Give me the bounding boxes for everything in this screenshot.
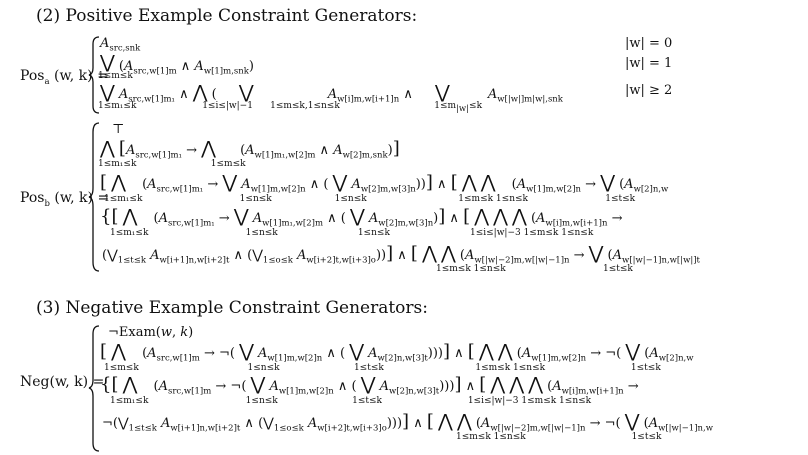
pos-a-label-sub: a (44, 76, 50, 87)
pos-b-row-5-index: 1≤m≤k 1≤n≤k 1≤t≤k (436, 264, 633, 274)
pos-b-row-1: ⊤ (112, 122, 125, 137)
pos-a-row-3: ⋁ Asrc,w[1]m₁ ∧ ⋀ ( ⋁ Aw[i]m,w[i+1]n ∧ ⋁… (100, 82, 563, 105)
pos-b-label-name: Pos (20, 190, 45, 206)
pos-b-row-2: ⋀ [Asrc,w[1]m₁ → ⋀ (Aw[1]m₁,w[2]m ∧ Aw[2… (100, 138, 400, 161)
pos-a-cond-2: |w| = 1 (625, 56, 673, 71)
pos-b-row-5: (⋁1≤t≤k Aw[i+1]n,w[i+2]t ∧ (⋁1≤o≤k Aw[i+… (102, 243, 700, 266)
pos-b-label: Posb (w, k) = (20, 190, 109, 209)
pos-b-row-3: [ ⋀ (Asrc,w[1]m₁ → ⋁ Aw[1]m,w[2]n ∧ ( ⋁ … (100, 172, 669, 195)
pos-a-cond-3: |w| ≥ 2 (625, 83, 673, 98)
neg-row-3-index: 1≤m₁≤k 1≤n≤k 1≤t≤k 1≤i≤|w|−3 1≤m≤k 1≤n≤k (110, 396, 592, 406)
neg-label: Neg(w, k) = (20, 374, 105, 390)
pos-b-label-sub: b (44, 198, 50, 209)
neg-row-2-index: 1≤m≤k 1≤n≤k 1≤t≤k 1≤m≤k 1≤n≤k 1≤t≤k (104, 363, 661, 373)
negative-heading: (3) Negative Example Constraint Generato… (36, 298, 428, 318)
neg-row-3: {[ ⋀ (Asrc,w[1]m → ¬( ⋁ Aw[1]m,w[2]n ∧ (… (100, 374, 639, 397)
pos-a-label-args: (w, k) = (54, 68, 109, 84)
pos-b-row-2-index: 1≤m₁≤k 1≤m≤k (98, 159, 246, 169)
pos-b-row-4: {[ ⋀ (Asrc,w[1]m₁ → ⋁ Aw[1]m₁,w[2]m ∧ ( … (100, 206, 623, 229)
neg-row-1: ¬Exam(w, k) (108, 325, 194, 340)
pos-a-label: Posa (w, k) = (20, 68, 109, 87)
pos-a-cond-1: |w| = 0 (625, 36, 673, 51)
pos-a-row-2: ⋁ (Asrc,w[1]m ∧ Aw[1]m,snk) (100, 52, 254, 77)
pos-a-label-name: Pos (20, 68, 45, 84)
neg-row-4-index: 1≤m≤k 1≤n≤k 1≤t≤k (456, 432, 662, 442)
positive-heading: (2) Positive Example Constraint Generato… (36, 6, 418, 26)
neg-brace (88, 325, 100, 452)
pos-a-brace (88, 36, 100, 114)
pos-a-row-2-index: 1≤m≤k (98, 71, 133, 81)
pos-b-row-4-index: 1≤m₁≤k 1≤n≤k 1≤n≤k 1≤i≤|w|−3 1≤m≤k 1≤n≤k (110, 228, 594, 238)
pos-b-label-args: (w, k) = (54, 190, 110, 206)
pos-b-row-3-index: 1≤m₁≤k 1≤n≤k 1≤n≤k 1≤m≤k 1≤n≤k 1≤t≤k (104, 194, 636, 204)
pos-a-row-3-index: 1≤m₁≤k 1≤i≤|w|−1 1≤m≤k,1≤n≤k 1≤m|w|≤k (98, 101, 483, 114)
pos-a-row-1: Asrc,snk (100, 36, 141, 54)
neg-row-2: [ ⋀ (Asrc,w[1]m → ¬( ⋁ Aw[1]m,w[2]n ∧ ( … (100, 341, 694, 364)
pos-b-brace (88, 122, 100, 272)
neg-row-4: ¬(⋁1≤t≤k Aw[i+1]n,w[i+2]t ∧ (⋁1≤o≤k Aw[i… (102, 411, 713, 434)
